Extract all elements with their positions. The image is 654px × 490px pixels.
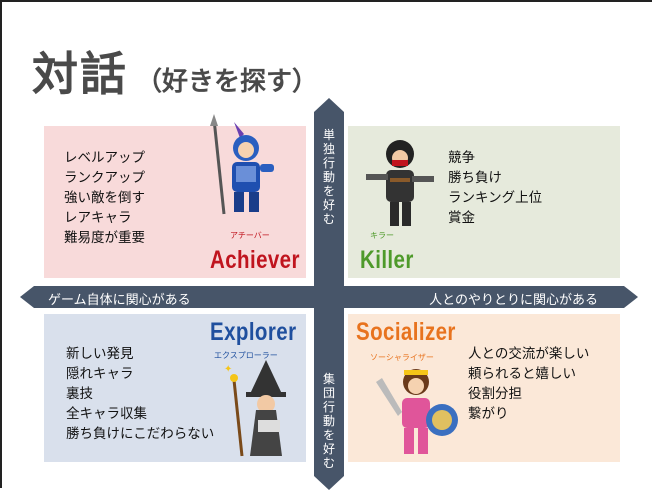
socializer-kana: ソーシャライザー	[370, 353, 434, 362]
list-item: 全キャラ収集	[66, 406, 147, 422]
list-item: 新しい発見	[66, 346, 134, 362]
axis-top-label: 単 独 行 動 を 好 む	[322, 128, 335, 226]
page-title: 対話 （好きを探す）	[32, 38, 318, 104]
quadrant-killer: 競争 勝ち負け ランキング上位 賞金 キラー Killer	[348, 126, 620, 278]
killer-name: Killer	[360, 246, 414, 274]
list-item: 強い敵を倒す	[64, 190, 145, 206]
bandit-icon	[366, 140, 434, 226]
vertical-axis-arrow	[314, 98, 344, 490]
explorer-list: 新しい発見 隠れキャラ 裏技 全キャラ収集 勝ち負けにこだわらない	[66, 344, 214, 444]
list-item: レアキャラ	[64, 210, 132, 226]
svg-text:✦: ✦	[224, 364, 232, 375]
wizard-icon: ✦	[224, 360, 286, 457]
list-item: ランクアップ	[64, 170, 145, 186]
axis-bottom-label: 集 団 行 動 を 好 む	[322, 372, 335, 470]
list-item: 繋がり	[468, 406, 509, 422]
list-item: 人との交流が楽しい	[468, 346, 590, 362]
list-item: レベルアップ	[64, 150, 145, 166]
quadrant-socializer: Socializer ソーシャライザー 人との交流が楽しい 頼られると嬉しい 役…	[348, 314, 620, 462]
quadrant-achiever: レベルアップ ランクアップ 強い敵を倒す レアキャラ 難易度が重要 アチーバー …	[44, 114, 306, 278]
list-item: 難易度が重要	[64, 230, 145, 246]
list-item: 競争	[448, 150, 475, 166]
list-item: 裏技	[66, 386, 93, 402]
axis-right-label: 人とのやりとりに関心がある	[429, 293, 598, 308]
list-item: 勝ち負けにこだわらない	[66, 426, 215, 442]
horizontal-axis-labels: ゲーム自体に関心がある 人とのやりとりに関心がある	[20, 286, 638, 308]
socializer-name: Socializer	[356, 318, 456, 346]
explorer-name: Explorer	[210, 318, 297, 346]
list-item: 頼られると嬉しい	[468, 366, 576, 382]
list-item: 勝ち負け	[448, 170, 502, 186]
vertical-axis-labels: 単 独 行 動 を 好 む 集 団 行 動 を 好 む	[314, 98, 344, 490]
axis-left-label: ゲーム自体に関心がある	[48, 293, 191, 308]
warrior-girl-icon	[376, 369, 458, 454]
quadrant-explorer: Explorer エクスプローラー 新しい発見 隠れキャラ 裏技 全キャラ収集 …	[44, 314, 306, 462]
list-item: 隠れキャラ	[66, 366, 134, 382]
killer-kana: キラー	[370, 231, 394, 240]
list-item: 賞金	[448, 210, 475, 226]
title-sub: （好きを探す）	[136, 67, 319, 97]
explorer-kana: エクスプローラー	[214, 351, 278, 360]
killer-list: 競争 勝ち負け ランキング上位 賞金	[448, 148, 542, 228]
list-item: 役割分担	[468, 386, 522, 402]
achiever-name: Achiever	[210, 246, 300, 274]
list-item: ランキング上位	[448, 190, 543, 206]
achiever-list: レベルアップ ランクアップ 強い敵を倒す レアキャラ 難易度が重要	[64, 148, 145, 248]
achiever-kana: アチーバー	[230, 231, 270, 240]
knight-icon	[210, 114, 274, 215]
title-main: 対話	[32, 47, 128, 101]
socializer-list: 人との交流が楽しい 頼られると嬉しい 役割分担 繋がり	[468, 344, 589, 424]
